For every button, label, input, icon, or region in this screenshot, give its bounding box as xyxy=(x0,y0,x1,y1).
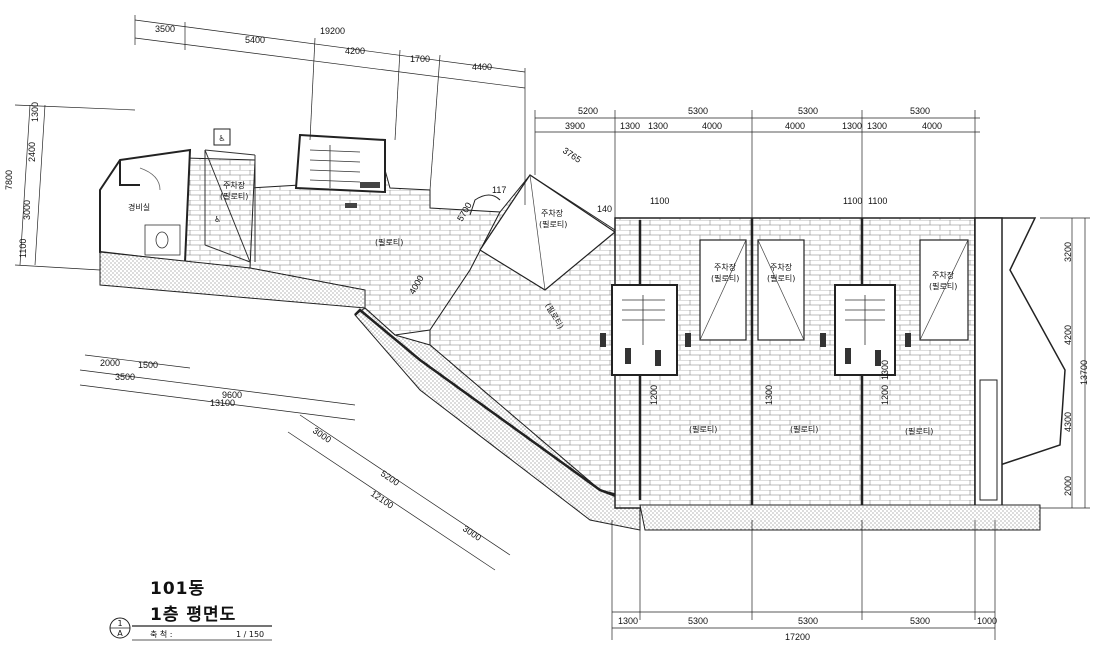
piloti-label-bay-3: (필로티) xyxy=(905,426,933,436)
dim-right-top-a-3: 5300 xyxy=(798,106,818,116)
dim-left-top-1: 3500 xyxy=(155,24,175,34)
dim-left-side-3: 3000 xyxy=(22,200,32,220)
dim-left-side-1: 1300 xyxy=(30,102,40,122)
dim-diag-overall: 12100 xyxy=(369,488,395,510)
stair-core-right-1 xyxy=(611,284,678,376)
dim-right-top-b-7: 1300 xyxy=(867,121,887,131)
right-sidewalk xyxy=(639,504,1041,531)
piloti-label-left-wing: (필로티) xyxy=(375,237,403,247)
scale-label: 축 척 : xyxy=(150,630,173,639)
piloti-label-parking-2: (필로티) xyxy=(767,273,795,283)
dim-right-bottom-4: 5300 xyxy=(910,616,930,626)
dim-right-bottom-3: 5300 xyxy=(798,616,818,626)
dim-left-top-3: 4200 xyxy=(345,46,365,56)
dim-right-bottom-1: 1300 xyxy=(618,616,638,626)
left-wing-parking-floor xyxy=(179,157,256,269)
wheelchair-icon: ♿ xyxy=(214,215,221,224)
dim-misc-2: 117 xyxy=(492,185,506,195)
dim-right-side-overall: 13700 xyxy=(1079,360,1089,385)
dim-left-top-overall: 19200 xyxy=(320,26,345,36)
parking-label-1: 주차장 xyxy=(714,262,737,272)
diagonal-connector xyxy=(354,174,641,531)
dim-right-side-2: 4200 xyxy=(1063,325,1073,345)
piloti-label-left-parking: (필로티) xyxy=(220,191,248,201)
title-block: 101동 1층 평면도 1 A 축 척 : 1 / 150 xyxy=(109,579,272,641)
marker-top: 1 xyxy=(117,619,122,628)
dim-misc-9: 1200 xyxy=(649,385,659,405)
accessible-sign-icon: ♿ xyxy=(218,134,225,143)
dim-right-top-b-5: 4000 xyxy=(785,121,805,131)
dim-left-bottom-2: 1500 xyxy=(138,360,158,370)
dim-left-top-5: 4400 xyxy=(472,62,492,72)
scale-value: 1 / 150 xyxy=(236,630,264,639)
dim-misc-3: 140 xyxy=(597,204,612,214)
dimension-lines xyxy=(14,15,1090,640)
dim-left-side-4: 1100 xyxy=(18,239,28,258)
guard-room-label: 경비실 xyxy=(128,202,150,212)
dim-left-bottom-a: 3500 xyxy=(115,372,135,382)
parking-label-left: 주차장 xyxy=(223,180,246,190)
dim-misc-10: 1300 xyxy=(764,385,774,405)
stair-core-left xyxy=(294,133,386,194)
dim-misc-6: 1100 xyxy=(650,196,669,206)
parking-label-2: 주차장 xyxy=(770,262,793,272)
dim-right-bottom-2: 5300 xyxy=(688,616,708,626)
dim-right-top-b-8: 4000 xyxy=(922,121,942,131)
dim-right-top-b-6: 1300 xyxy=(842,121,862,131)
dim-diag-3: 3000 xyxy=(461,523,483,542)
dim-right-top-b-3: 1300 xyxy=(648,121,668,131)
dim-right-top-a-1: 5200 xyxy=(578,106,598,116)
piloti-label-bay-1: (필로티) xyxy=(689,424,717,434)
piloti-label-parking-1: (필로티) xyxy=(711,273,739,283)
dim-left-side-overall: 7800 xyxy=(4,170,14,190)
dim-left-bottom-b: 9600 xyxy=(222,390,242,400)
left-sidewalk xyxy=(99,251,366,309)
dim-left-side-2: 2400 xyxy=(27,142,37,162)
parking-label-diagonal: 주차장 xyxy=(541,208,564,218)
drawing-title: 1층 평면도 xyxy=(150,605,236,625)
dim-right-side-3: 4300 xyxy=(1063,412,1073,432)
left-wing: ♿ ♿ xyxy=(99,128,501,336)
dim-misc-12: 1200 xyxy=(880,385,890,405)
piloti-label-diagonal-parking: (필로티) xyxy=(539,219,567,229)
dim-diag-1: 3000 xyxy=(311,425,333,444)
building-title: 101동 xyxy=(150,579,205,599)
dim-right-top-b-1: 3900 xyxy=(565,121,585,131)
dim-right-bottom-overall: 17200 xyxy=(785,632,810,642)
dim-left-top-4: 1700 xyxy=(410,54,430,64)
dim-misc-11: 1300 xyxy=(880,360,890,380)
dim-left-bottom-1: 2000 xyxy=(100,358,120,368)
piloti-label-bay-2: (필로티) xyxy=(790,424,818,434)
dim-diag-2: 5200 xyxy=(379,468,401,487)
dim-right-top-a-2: 5300 xyxy=(688,106,708,116)
dim-right-bottom-5: 1000 xyxy=(977,616,997,626)
dim-left-bottom-overall: 13100 xyxy=(210,398,235,408)
dim-right-top-b-4: 4000 xyxy=(702,121,722,131)
dim-misc-1: 3765 xyxy=(561,145,583,164)
dim-right-top-a-4: 5300 xyxy=(910,106,930,116)
right-wing xyxy=(600,217,1066,531)
marker-bottom: A xyxy=(117,629,123,638)
dim-left-top-2: 5400 xyxy=(245,35,265,45)
dim-right-side-4: 2000 xyxy=(1063,476,1073,496)
dim-misc-7: 1100 xyxy=(843,196,862,206)
dim-right-top-b-2: 1300 xyxy=(620,121,640,131)
dim-right-side-1: 3200 xyxy=(1063,242,1073,262)
piloti-label-parking-3: (필로티) xyxy=(929,281,957,291)
parking-label-3: 주차장 xyxy=(932,270,955,280)
dim-misc-8: 1100 xyxy=(868,196,887,206)
